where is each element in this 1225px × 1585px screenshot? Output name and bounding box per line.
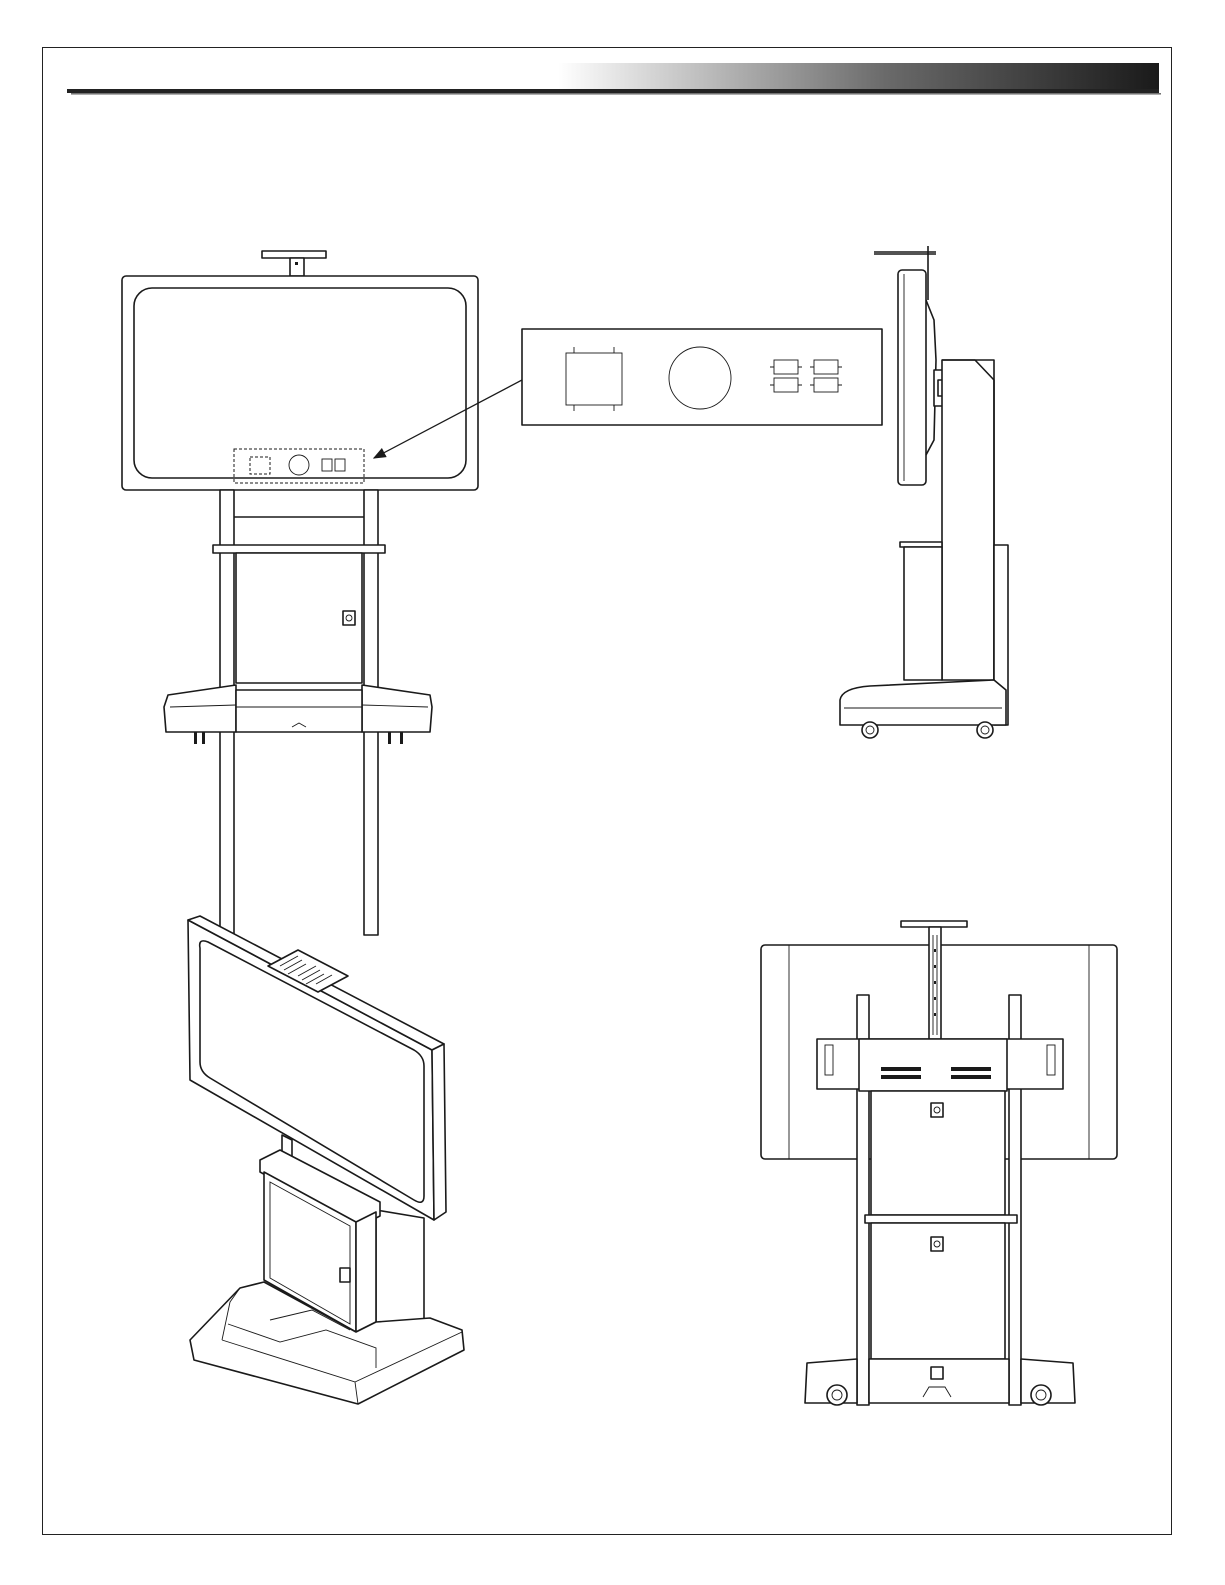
isometric-view	[180, 910, 480, 1420]
side-view	[830, 240, 1030, 750]
rear-view	[755, 915, 1125, 1415]
header-bar	[67, 63, 1167, 95]
callout-arrow	[360, 370, 530, 470]
front-view	[110, 245, 490, 755]
